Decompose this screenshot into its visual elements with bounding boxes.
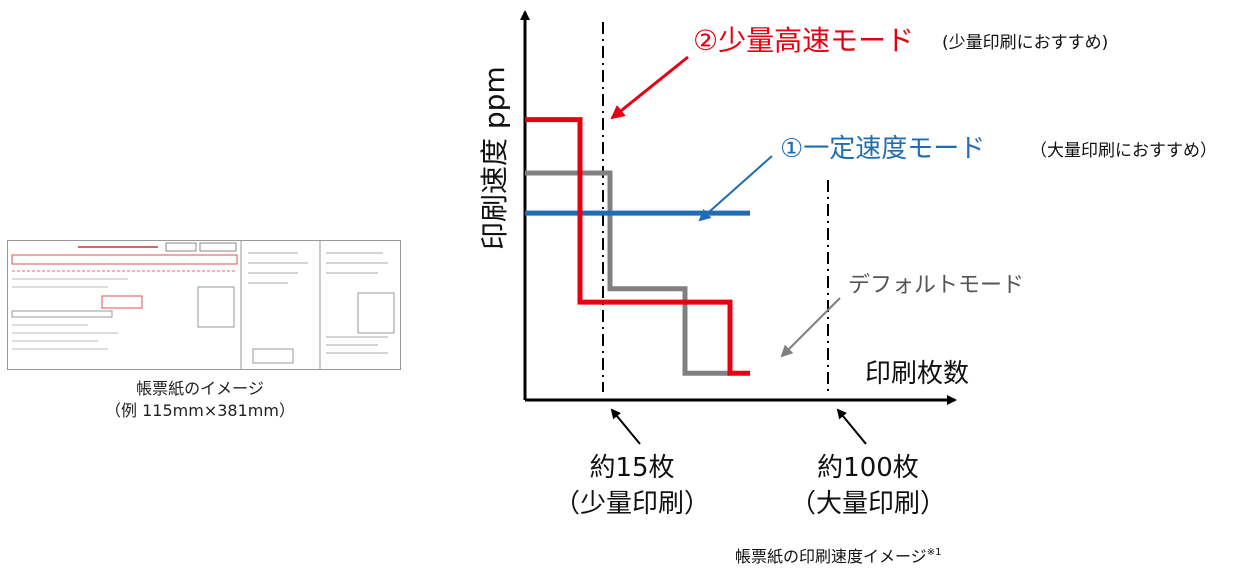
form-caption-line2: （例 115mm×381mm）	[105, 401, 295, 420]
series-high-speed-line	[525, 117, 750, 376]
marker-15-arrow	[610, 408, 641, 445]
constant-callout-arrow	[698, 155, 773, 222]
default-series-name: デフォルトモード	[848, 273, 1024, 298]
y-axis-label: 印刷速度 ppm	[478, 66, 511, 250]
x-axis-label: 印刷枚数	[865, 359, 969, 389]
figure-caption: 帳票紙の印刷速度イメージ※1	[735, 547, 941, 566]
default-callout-arrow	[780, 297, 841, 358]
constant-series-name: ①一定速度モード	[780, 134, 985, 164]
series-default-line	[525, 170, 730, 376]
marker-15-line1: 約15枚	[589, 453, 674, 483]
figure-caption-text: 帳票紙の印刷速度イメージ	[735, 547, 927, 566]
form-paper-illustration	[11, 241, 395, 369]
marker-100-line2: （大量印刷）	[790, 489, 946, 519]
form-image-caption: 帳票紙のイメージ （例 115mm×381mm）	[100, 378, 300, 422]
high-speed-callout-arrow	[610, 55, 689, 120]
form-caption-line1: 帳票紙のイメージ	[136, 379, 264, 398]
marker-15-line2: （少量印刷）	[554, 489, 710, 519]
marker-100-arrow	[836, 408, 867, 445]
constant-series-note: （大量印刷におすすめ）	[1030, 141, 1217, 161]
form-paper-image	[7, 240, 401, 370]
high-speed-series-note: (少量印刷におすすめ)	[942, 33, 1108, 53]
marker-100-line1: 約100枚	[817, 453, 919, 483]
figure-caption-note: ※1	[927, 547, 942, 558]
high-speed-series-name: ②少量高速モード	[693, 24, 914, 57]
